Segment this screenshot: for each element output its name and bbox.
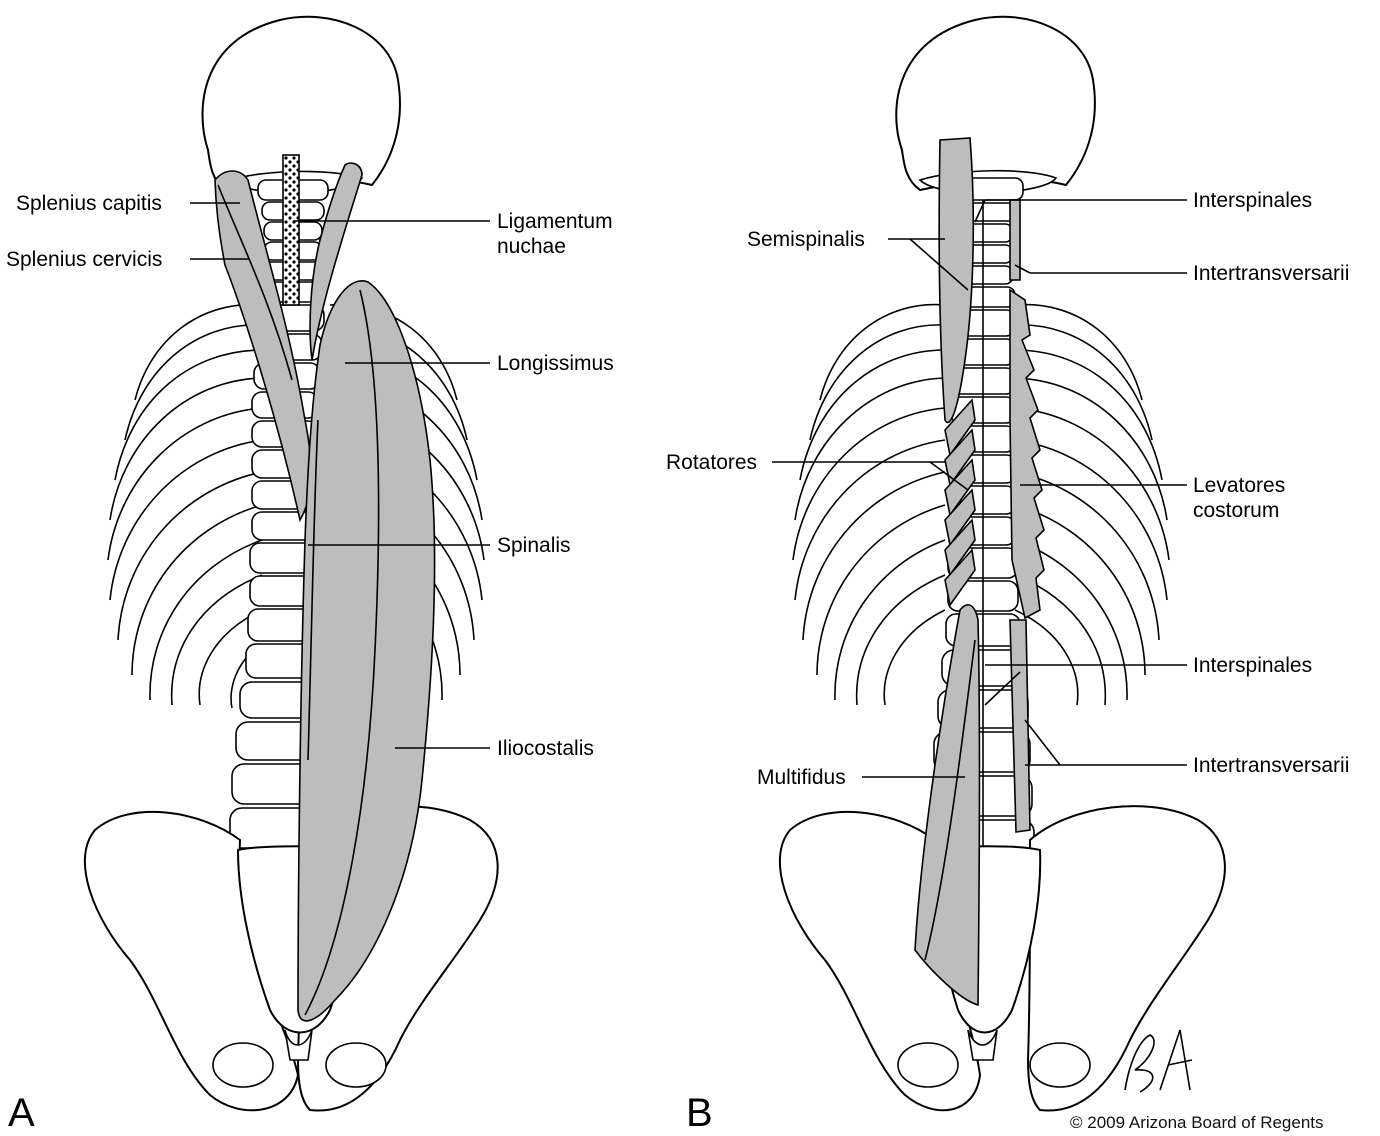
ribcage-b-right [1014, 303, 1170, 706]
label-interspinales-upper: Interspinales [1193, 189, 1312, 212]
label-splenius-cervicis: Splenius cervicis [6, 248, 162, 271]
label-longissimus: Longissimus [497, 352, 614, 375]
panel-b [778, 15, 1226, 1112]
label-rotatores: Rotatores [666, 451, 757, 474]
label-intertransversarii-upper: Intertransversarii [1193, 262, 1349, 285]
pelvis-a [83, 805, 499, 1112]
panel-b-leaders [772, 199, 1187, 778]
ribcage-a-left [107, 303, 263, 709]
pelvis-b [778, 805, 1226, 1112]
intertransversarii-lower [1009, 619, 1031, 833]
label-ligamentum: Ligamentum [497, 210, 613, 233]
multifidus-muscle [914, 604, 981, 1007]
skull-b [895, 15, 1096, 192]
copyright-notice: © 2009 Arizona Board of Regents [1070, 1113, 1324, 1132]
intertransversarii-upper [1009, 199, 1021, 281]
label-intertransversarii-lower: Intertransversarii [1193, 754, 1349, 777]
label-iliocostalis: Iliocostalis [497, 737, 594, 760]
label-costorum: costorum [1193, 499, 1279, 522]
panel-a-leaders [190, 202, 490, 749]
artist-signature [1124, 1029, 1193, 1093]
panel-letter-a: A [8, 1091, 35, 1135]
label-splenius-capitis: Splenius capitis [16, 192, 162, 215]
label-levatores: Levatores [1193, 474, 1285, 497]
panel-letter-b: B [686, 1091, 713, 1135]
labels-a: Splenius capitis Splenius cervicis Ligam… [6, 192, 614, 1135]
panel-a [83, 15, 499, 1112]
labels-b: Interspinales Semispinalis Intertransver… [666, 189, 1349, 1135]
label-spinalis: Spinalis [497, 534, 571, 557]
label-nuchae: nuchae [497, 235, 566, 258]
label-multifidus: Multifidus [757, 766, 846, 789]
ribcage-b-left [792, 303, 946, 706]
ligamentum-nuchae [282, 154, 300, 306]
erector-spinae [297, 280, 436, 1022]
levatores-costorum [1009, 288, 1045, 620]
rotatores-muscles [944, 398, 976, 607]
label-semispinalis: Semispinalis [747, 228, 865, 251]
skull-a [201, 15, 401, 192]
splenius-right [309, 162, 363, 361]
label-interspinales-lower: Interspinales [1193, 654, 1312, 677]
